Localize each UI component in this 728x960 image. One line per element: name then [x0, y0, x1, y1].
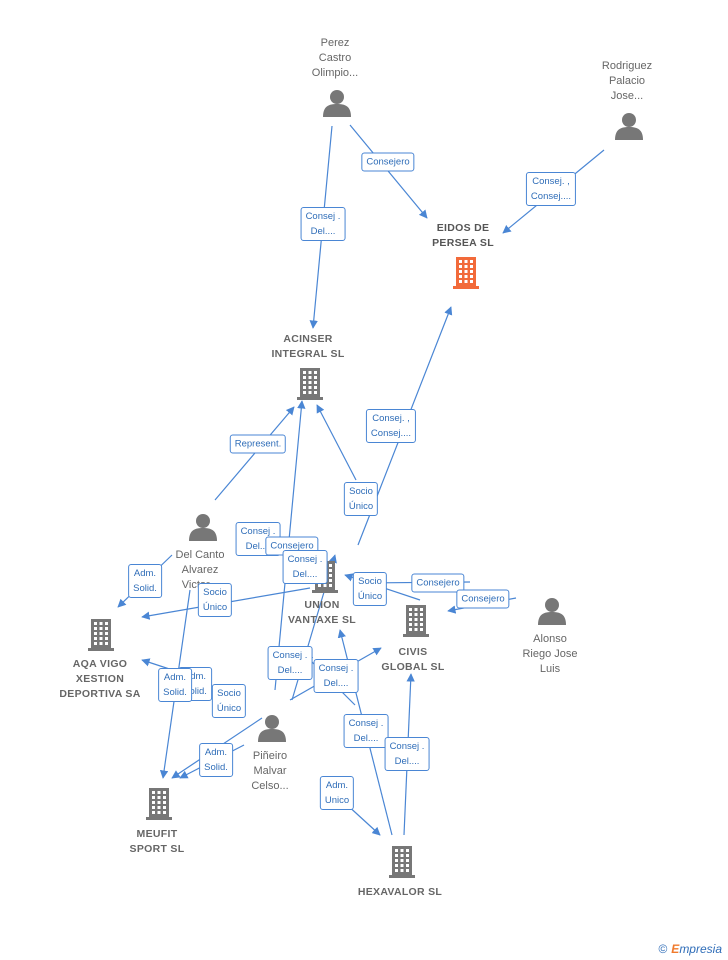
edge-role-label[interactable]: Adm. Solid.	[128, 564, 162, 598]
alonso-person-icon[interactable]	[538, 598, 566, 625]
edge-role-label[interactable]: Consej . Del....	[300, 207, 346, 241]
edge-role-label[interactable]: Consej . Del....	[313, 659, 359, 693]
civis-node-label[interactable]: CIVIS GLOBAL SL	[381, 646, 445, 673]
copyright-symbol: ©	[658, 942, 668, 956]
edge-role-label[interactable]: Consejero	[456, 589, 510, 609]
edge-line	[349, 124, 428, 219]
eidos-building-icon[interactable]	[453, 257, 479, 289]
edge-role-label[interactable]: Represent.	[229, 434, 287, 454]
civis-building-icon[interactable]	[403, 605, 429, 637]
alonso-node-label[interactable]: Alonso Riego Jose Luis	[522, 633, 578, 675]
hexavalor-node-label[interactable]: HEXAVALOR SL	[357, 886, 443, 898]
aqa-building-icon[interactable]	[88, 619, 114, 651]
edge-role-label[interactable]: Consej. , Consej....	[365, 409, 417, 443]
perez-person-icon[interactable]	[323, 90, 351, 117]
delcanto-person-icon[interactable]	[189, 514, 217, 541]
perez-node-label[interactable]: Perez Castro Olimpio...	[311, 37, 359, 79]
edge-role-label[interactable]: Consej. , Consej....	[525, 172, 577, 206]
edge-line	[214, 406, 295, 501]
rodriguez-node-label[interactable]: Rodriguez Palacio Jose...	[601, 60, 653, 102]
hexavalor-building-icon[interactable]	[389, 846, 415, 878]
edge-role-label[interactable]: Adm. Solid.	[199, 743, 233, 777]
node-icons	[88, 90, 643, 878]
edge-role-label[interactable]: Socio Único	[197, 583, 233, 617]
edge-role-label[interactable]: Socio Único	[211, 684, 247, 718]
edge-role-label[interactable]: Adm. Solid.	[158, 668, 192, 702]
brand-e: E	[671, 942, 680, 956]
pineiro-person-icon[interactable]	[258, 715, 286, 742]
edge-role-label[interactable]: Consej . Del....	[384, 737, 430, 771]
meufit-node-label[interactable]: MEUFIT SPORT SL	[129, 828, 185, 855]
eidos-node-label[interactable]: EIDOS DE PERSEA SL	[432, 222, 494, 249]
edge-role-label[interactable]: Consej . Del....	[267, 646, 313, 680]
pineiro-node-label[interactable]: Piñeiro Malvar Celso...	[251, 750, 289, 792]
footer-brand: ©Empresia	[658, 942, 722, 956]
edge-role-label[interactable]: Socio Único	[343, 482, 379, 516]
brand-rest: mpresia	[679, 942, 722, 956]
edge-role-label[interactable]: Adm. Unico	[319, 776, 355, 810]
acinser-building-icon[interactable]	[297, 368, 323, 400]
aqa-node-label[interactable]: AQA VIGO XESTION DEPORTIVA SA	[59, 658, 141, 700]
edge-role-label[interactable]: Consej . Del....	[343, 714, 389, 748]
rodriguez-person-icon[interactable]	[615, 113, 643, 140]
acinser-node-label[interactable]: ACINSER INTEGRAL SL	[271, 333, 345, 360]
meufit-building-icon[interactable]	[146, 788, 172, 820]
union-node-label[interactable]: UNION VANTAXE SL	[288, 599, 356, 626]
edge-role-label[interactable]: Consejero	[361, 152, 415, 172]
edge-role-label[interactable]: Socio Único	[352, 572, 388, 606]
edge-role-label[interactable]: Consej . Del....	[282, 550, 328, 584]
edge-role-label[interactable]: Consejero	[411, 573, 465, 593]
edge-line	[316, 404, 357, 481]
delcanto-node-label[interactable]: Del Canto Alvarez Victor...	[175, 549, 225, 591]
